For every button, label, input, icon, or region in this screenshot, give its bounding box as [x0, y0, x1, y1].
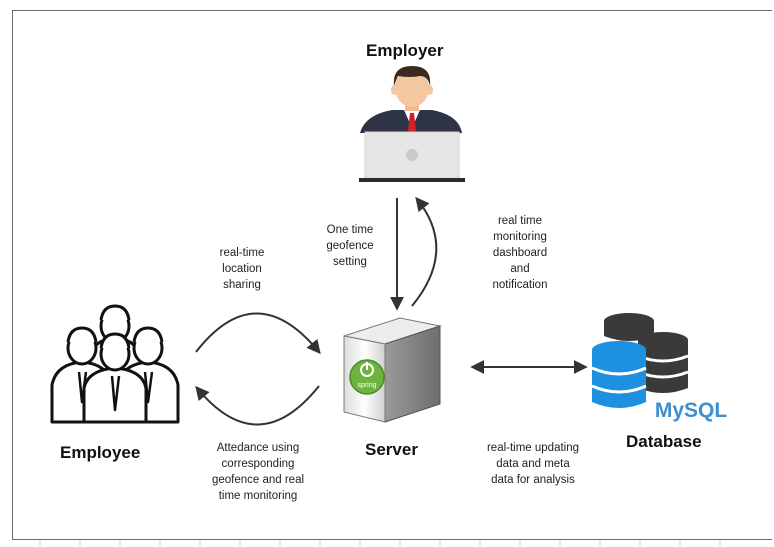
note-line: sharing: [223, 279, 261, 291]
database-stack-icon: [591, 313, 689, 408]
employee-group-icon: [50, 304, 180, 424]
note-line: real time: [497, 215, 543, 227]
server-title: Server: [365, 440, 418, 459]
note-line: dashboard: [492, 247, 548, 259]
note-line: data and meta: [496, 458, 570, 470]
note-line: real-time updating: [486, 442, 580, 454]
spring-logo-text: spring: [357, 382, 376, 389]
arrow-employee-to-server: [195, 312, 321, 355]
server-tower-icon: [343, 317, 442, 423]
note-line: One time: [326, 224, 374, 236]
note-location-sharing: real-time location sharing: [204, 245, 280, 293]
note-line: monitoring: [493, 231, 547, 243]
arrow-server-to-employee: [195, 385, 320, 426]
note-line: notification: [492, 279, 548, 291]
note-line: Attedance using: [216, 442, 300, 454]
note-line: time monitoring: [218, 490, 298, 502]
note-line: geofence and real: [211, 474, 305, 486]
employee-title: Employee: [60, 443, 141, 462]
diagram-frame: [12, 10, 772, 540]
employer-at-laptop-icon: [359, 66, 465, 182]
note-line: setting: [333, 256, 367, 268]
note-attendance: Attedance using corresponding geofence a…: [196, 440, 320, 504]
note-line: real-time: [219, 247, 265, 259]
note-line: corresponding: [221, 458, 295, 470]
note-line: data for analysis: [491, 474, 575, 486]
bottom-ruler: [39, 541, 721, 546]
employer-title: Employer: [366, 41, 444, 60]
note-monitoring-dashboard: real time monitoring dashboard and notif…: [476, 213, 564, 293]
note-geofence-setting: One time geofence setting: [312, 222, 388, 270]
mysql-logo-text: MySQL: [655, 399, 728, 422]
database-title: Database: [626, 432, 702, 451]
note-line: location: [222, 263, 262, 275]
note-line: geofence: [326, 240, 374, 252]
arrow-server-to-employer: [411, 196, 438, 307]
note-line: and: [510, 263, 530, 275]
note-db-updating: real-time updating data and meta data fo…: [470, 440, 596, 488]
